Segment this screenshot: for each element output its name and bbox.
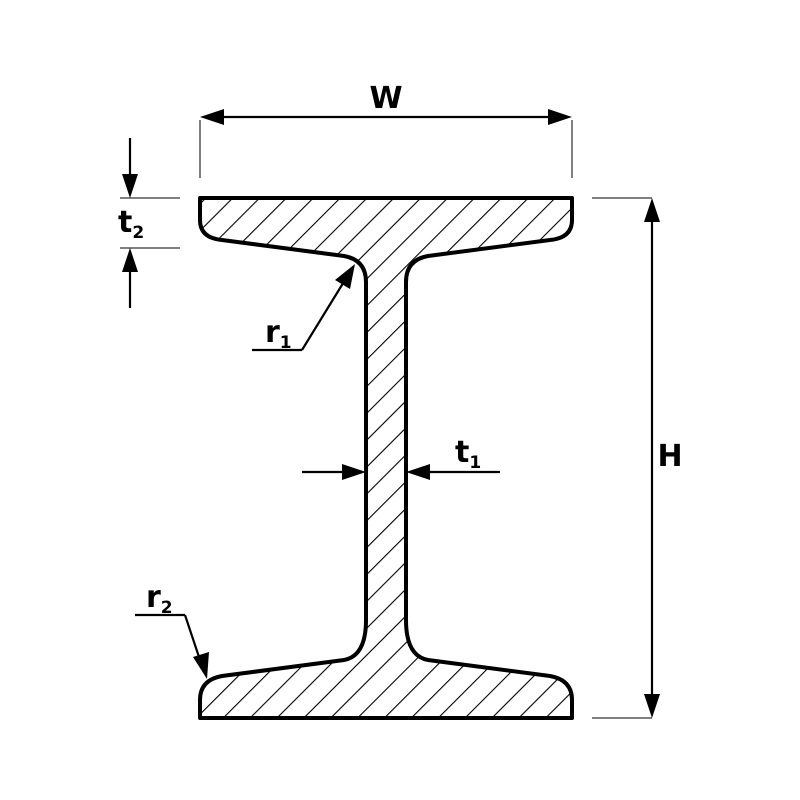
width-label: W xyxy=(369,81,402,116)
web-thickness-sub: 1 xyxy=(469,453,481,473)
toe-radius-sub: 2 xyxy=(161,598,173,618)
flange-thickness-sub: 2 xyxy=(132,223,144,243)
flange-thickness-dimension: t2 xyxy=(118,138,180,308)
height-dimension: H xyxy=(592,197,683,719)
height-label: H xyxy=(657,439,682,474)
flange-thickness-label: t2 xyxy=(118,205,144,243)
web-thickness-label: t1 xyxy=(455,435,481,473)
width-dimension: W xyxy=(199,81,573,178)
root-radius-label: r1 xyxy=(265,315,292,353)
flange-thickness-base: t xyxy=(118,205,132,240)
toe-radius-base: r xyxy=(146,580,161,615)
root-radius-leader: r1 xyxy=(252,264,355,353)
root-radius-base: r xyxy=(265,315,280,350)
i-beam-profile xyxy=(198,196,574,720)
web-thickness-dimension: t1 xyxy=(302,435,500,480)
root-radius-sub: 1 xyxy=(280,333,292,353)
toe-radius-label: r2 xyxy=(146,580,173,618)
toe-radius-leader: r2 xyxy=(135,580,209,679)
web-thickness-base: t xyxy=(455,435,469,470)
